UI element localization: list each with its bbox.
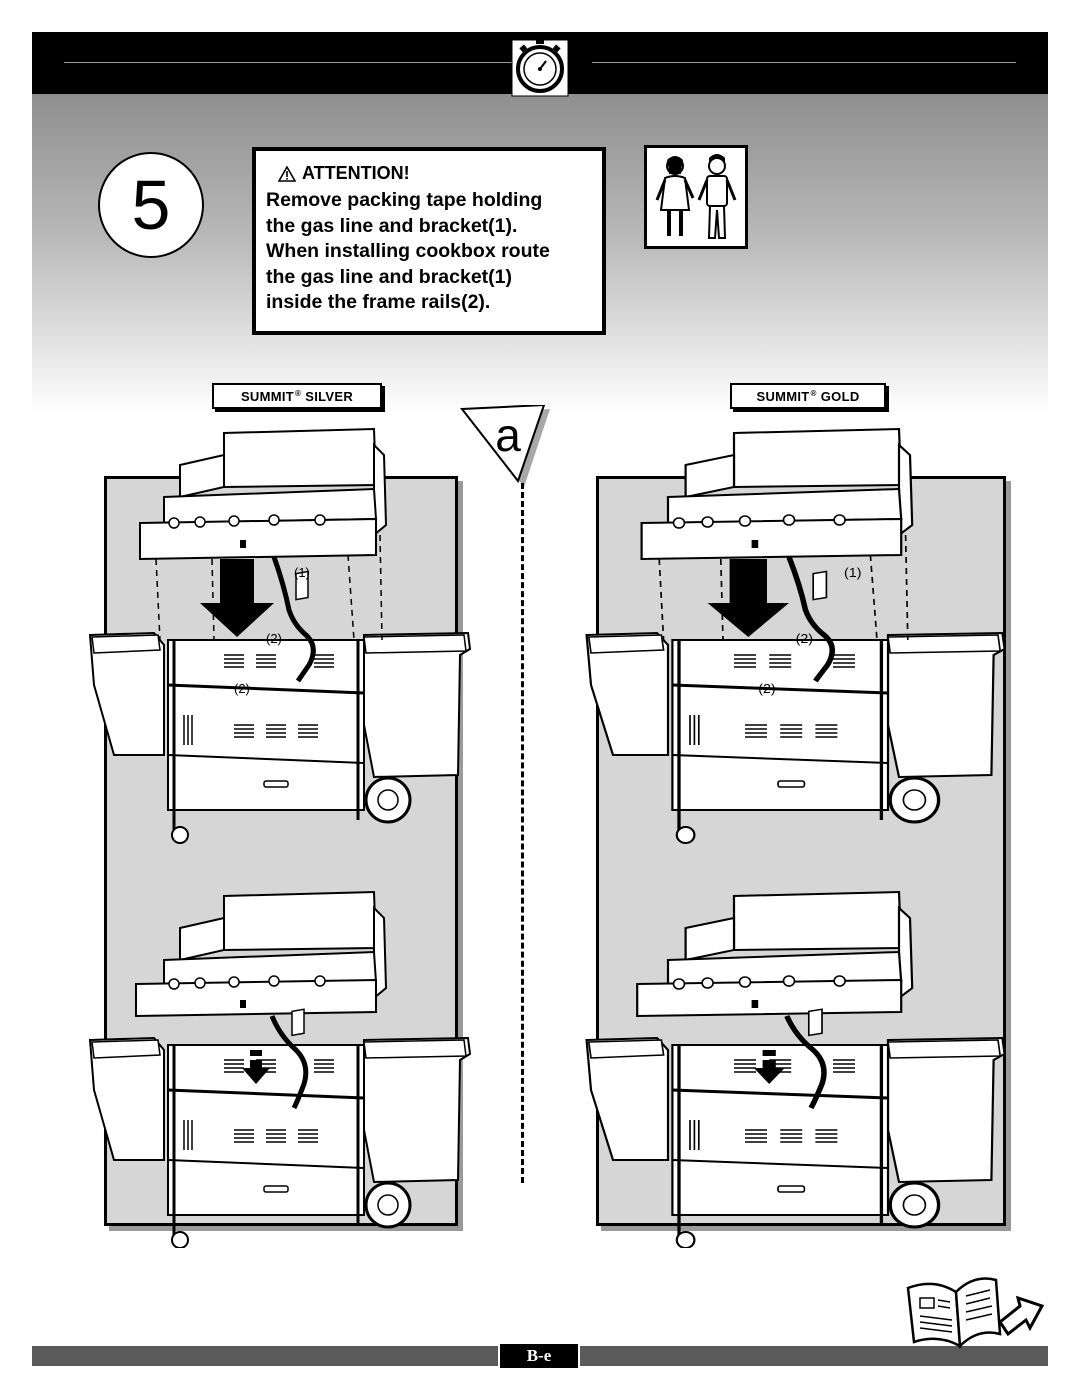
grill-illustration-gold-bottom [580, 888, 1020, 1248]
registered-mark: ® [810, 388, 817, 398]
header-rule-left [64, 62, 524, 63]
substep-letter: a [495, 409, 521, 461]
attention-title: ATTENTION! [302, 163, 410, 183]
grill-illustration-silver-top: (1) (2) (2) [84, 425, 484, 855]
model-brand: SUMMIT [756, 388, 810, 404]
registered-mark: ® [295, 388, 302, 398]
header-rule-right [592, 62, 1016, 63]
callout-2: (2) [234, 681, 250, 696]
attention-line: Remove packing tape holding [266, 189, 543, 211]
model-name: SILVER [305, 388, 354, 404]
model-label-summit-gold: SUMMIT®GOLD [730, 383, 886, 409]
dashed-divider [521, 483, 524, 1183]
model-label-summit-silver: SUMMIT®SILVER [212, 383, 382, 409]
attention-line: the gas line and bracket(1). [266, 214, 518, 237]
attention-line: inside the frame rails(2). [266, 291, 491, 313]
model-name: GOLD [820, 388, 860, 404]
page-label: B-e [500, 1344, 578, 1368]
model-brand: SUMMIT [240, 388, 295, 404]
warning-triangle-icon [278, 165, 296, 182]
footer-bar-left [32, 1346, 498, 1366]
two-people-icon [644, 145, 748, 249]
attention-box: ATTENTION! Remove packing tape holding t… [252, 147, 606, 335]
attention-line: When installing cookbox route [266, 240, 550, 262]
callout-2: (2) [266, 631, 282, 646]
open-book-arrow-icon [906, 1277, 1045, 1349]
attention-heading: ATTENTION! [278, 163, 602, 184]
grill-illustration-silver-bottom [84, 888, 484, 1248]
callout-2: (2) [796, 632, 813, 646]
step-number: 5 [98, 152, 204, 258]
grill-illustration-gold-top: (1) (2) (2) [580, 425, 1020, 855]
footer-bar-right [580, 1346, 1048, 1366]
step-number-text: 5 [131, 166, 171, 244]
stopwatch-icon [511, 38, 569, 97]
callout-1: (1) [844, 566, 861, 580]
attention-line: the gas line and bracket(1) [266, 265, 512, 288]
callout-2: (2) [758, 682, 775, 696]
callout-1: (1) [294, 565, 310, 580]
substep-marker: a [460, 405, 550, 487]
page-label-text: B-e [526, 1346, 552, 1365]
attention-text: Remove packing tape holding the gas line… [266, 188, 602, 316]
